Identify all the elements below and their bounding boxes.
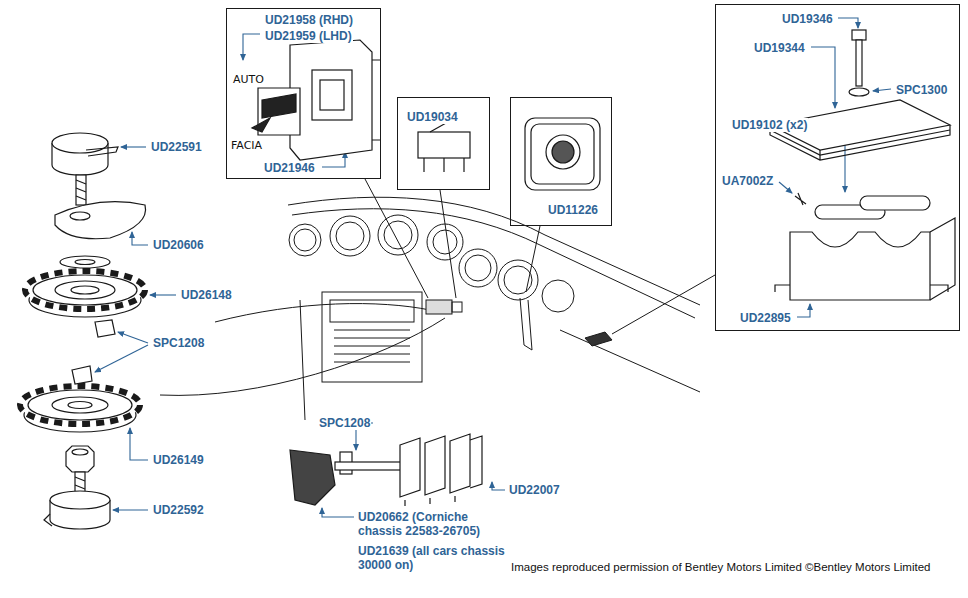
part-number: UD26149	[152, 453, 205, 467]
switch-legend: FACIA	[230, 139, 263, 153]
leader-lines	[95, 18, 891, 517]
location-lines	[160, 179, 715, 395]
part-number: UD22592	[152, 503, 205, 517]
part-number: UD19034	[406, 110, 459, 124]
part-number: UD19346	[781, 12, 834, 26]
knob-assembly	[20, 133, 146, 529]
switch-legend: AUTO	[232, 73, 265, 87]
part-number: UA7002Z	[721, 174, 774, 188]
part-number: UD19102 (x2)	[731, 118, 808, 132]
part-number: UD26148	[180, 288, 233, 302]
part-number: SPC1208	[152, 336, 205, 350]
part-number: UD21639 (all cars chassis 30000 on)	[357, 544, 509, 572]
part-number: UD20662 (Corniche chassis 22583-26705)	[357, 510, 509, 538]
dashboard	[288, 197, 700, 420]
inset-box: UD19034	[397, 97, 490, 190]
part-number: UD21959 (LHD)	[264, 29, 353, 43]
microswitch-drawing	[418, 118, 470, 172]
part-number: UD11226	[547, 203, 599, 217]
part-number: UD22895	[739, 311, 792, 325]
part-number: SPC1300	[895, 83, 948, 97]
part-number: UD21958 (RHD)	[264, 13, 354, 27]
part-number: UD22007	[508, 483, 561, 497]
inset-box: UD11226	[510, 97, 612, 226]
inset-box: UD21958 (RHD) UD21959 (LHD) AUTO FACIAUD219…	[226, 8, 381, 179]
copyright-note: Images reproduced permission of Bentley …	[510, 560, 931, 574]
fuse-holder-drawing	[770, 30, 955, 300]
switch-drawing	[252, 40, 380, 160]
part-number: UD22591	[150, 140, 203, 154]
rotary-switch	[290, 434, 482, 506]
cover-drawing	[525, 118, 600, 190]
part-number: UD21946	[263, 161, 316, 175]
inset-box: UD19346UD19344SPC1300UD19102 (x2) UA7002Z…	[715, 4, 960, 331]
part-number: SPC1208	[318, 416, 371, 430]
part-number: UD19344	[753, 41, 806, 55]
part-number: UD20606	[152, 238, 205, 252]
